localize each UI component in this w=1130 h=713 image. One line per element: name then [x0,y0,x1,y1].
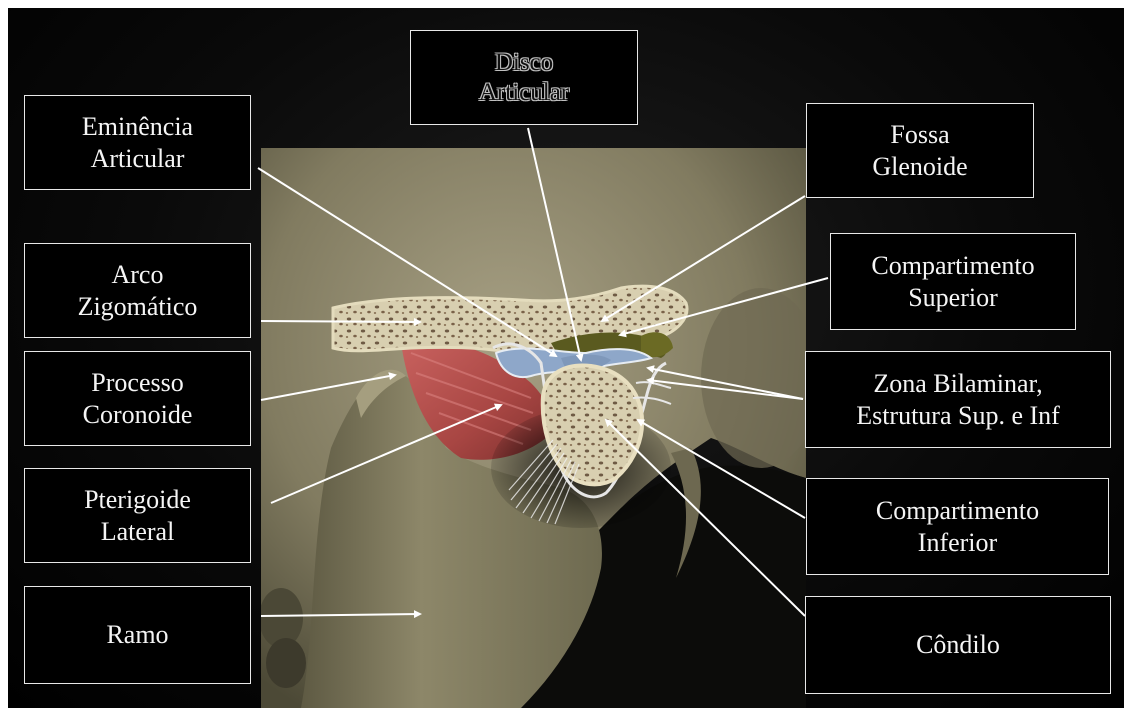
label-line: Compartimento [876,495,1039,526]
label-line: Zigomático [78,291,198,322]
label-eminencia-articular: Eminência Articular [24,95,251,190]
label-line: Fossa [890,119,949,150]
label-line: Superior [908,282,998,313]
label-line: Articular [91,143,185,174]
label-line: Zona Bilaminar, [873,368,1042,399]
label-line: Inferior [918,527,997,558]
label-compartimento-inferior: Compartimento Inferior [806,478,1109,575]
label-line: Disco [495,48,553,78]
label-line: Pterigoide [84,484,191,515]
label-processo-coronoide: Processo Coronoide [24,351,251,446]
label-line: Côndilo [916,629,1000,660]
label-disco-articular: Disco Articular [410,30,638,125]
label-line: Glenoide [872,151,967,182]
label-condilo: Côndilo [805,596,1111,694]
label-line: Estrutura Sup. e Inf [856,400,1060,431]
label-line: Ramo [106,619,168,650]
label-line: Lateral [101,516,175,547]
label-line: Eminência [82,111,193,142]
label-line: Compartimento [871,250,1034,281]
tmj-illustration [261,148,806,708]
diagram-stage: Disco Articular Eminência Articular Foss… [8,8,1124,708]
label-fossa-glenoide: Fossa Glenoide [806,103,1034,198]
label-line: Processo [91,367,183,398]
label-arco-zigomatico: Arco Zigomático [24,243,251,338]
molar-2 [266,638,306,688]
label-pterigoide-lateral: Pterigoide Lateral [24,468,251,563]
label-ramo: Ramo [24,586,251,684]
label-line: Arco [112,259,164,290]
label-zona-bilaminar: Zona Bilaminar, Estrutura Sup. e Inf [805,351,1111,448]
label-line: Coronoide [83,399,193,430]
label-line: Articular [479,78,569,108]
label-compartimento-superior: Compartimento Superior [830,233,1076,330]
